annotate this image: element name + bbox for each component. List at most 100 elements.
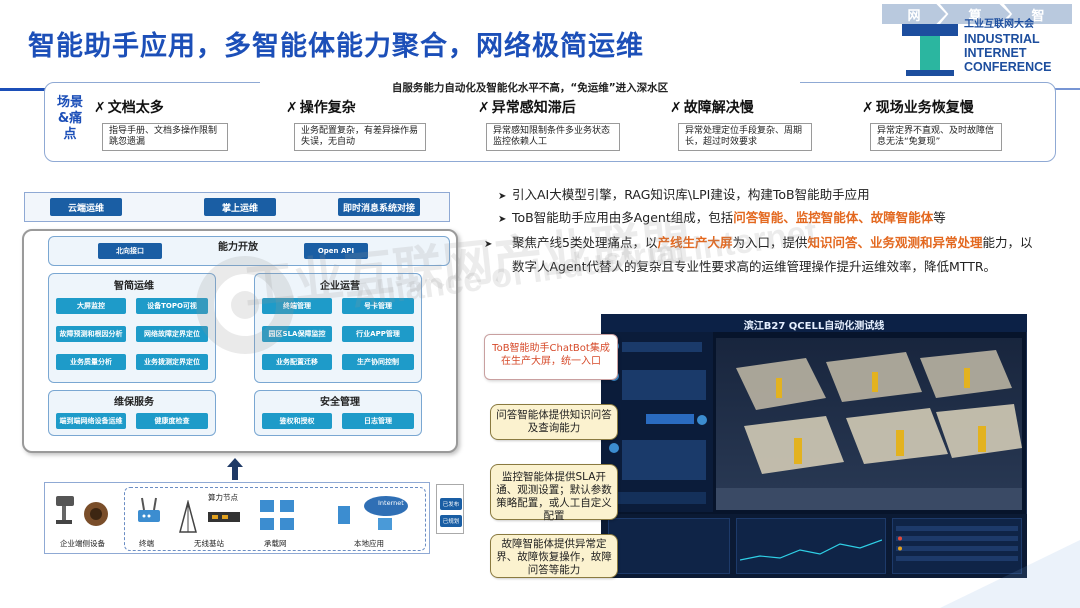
maint-tile[interactable]: 端到端网络设备运维 xyxy=(56,413,126,429)
smart-ops-title: 智简运维 xyxy=(114,281,154,292)
watermark-logo-icon xyxy=(196,256,294,354)
security-tile[interactable]: 日志管理 xyxy=(342,413,414,429)
ops-tile[interactable]: 故障预测和根因分析 xyxy=(56,326,126,342)
brand-line-1: INDUSTRIAL xyxy=(964,32,1040,46)
terminal-label: 终端 xyxy=(139,539,154,548)
bullet-text: ToB智能助手应用由多Agent组成，包括 xyxy=(512,210,734,225)
pain-desc: 指导手册、文档多操作限制跳忽遗漏 xyxy=(102,123,228,151)
bullet-arrow-icon: ➤ xyxy=(484,239,493,250)
im-integration-button[interactable]: 即时消息系统对接 xyxy=(338,198,420,216)
bullet-highlight: 问答智能、监控智能体、故障智能体 xyxy=(733,210,934,225)
brand-chevrons: 网 算 智 xyxy=(882,4,1072,24)
chat-input-panel[interactable] xyxy=(608,518,730,574)
bullet-text: 引入AI大模型引擎，RAG知识库\LPI建设，构建ToB智能助手应用 xyxy=(512,187,870,202)
page-title: 智能助手应用，多智能体能力聚合，网络极简运维 xyxy=(28,31,644,62)
screen-title: 滨江B27 QCELL自动化测试线 xyxy=(743,321,885,332)
bullet-highlight: 产线生产大屏 xyxy=(657,235,733,250)
pain-item: ✗文档太多 指导手册、文档多操作限制跳忽遗漏 xyxy=(94,97,264,151)
pain-label: 场景&痛点 xyxy=(56,95,83,142)
terminal-router-icon xyxy=(138,497,160,522)
network-group xyxy=(124,487,426,551)
brand-chevron-2: 算 xyxy=(940,4,1010,24)
bullet-text: 等 xyxy=(933,210,946,225)
local-app-label: 本地应用 xyxy=(354,539,384,548)
pain-title: 操作复杂 xyxy=(299,100,356,116)
brand-line-2: INTERNET xyxy=(964,46,1027,60)
trend-chart-panel xyxy=(736,518,886,574)
internet-cloud-icon xyxy=(338,496,408,530)
mobile-ops-button[interactable]: 掌上运维 xyxy=(204,198,276,216)
pain-title: 现场业务恢复慢 xyxy=(875,100,974,116)
compute-node-label: 算力节点 xyxy=(208,493,238,502)
cross-icon: ✗ xyxy=(286,100,298,116)
internet-label: Internet xyxy=(378,499,404,507)
base-station-icon xyxy=(179,500,240,533)
pain-desc: 异常处理定位手段复杂、周期长，超过时效要求 xyxy=(678,123,812,151)
screen-header xyxy=(601,314,1027,332)
ops-tile[interactable]: 设备TOPO可视 xyxy=(136,298,208,314)
biz-tile[interactable]: 号卡管理 xyxy=(342,298,414,314)
arrow-up-icon xyxy=(227,458,243,480)
biz-tile[interactable]: 园区SLA保障监控 xyxy=(262,326,332,342)
pain-item: ✗异常感知滞后 异常感知限制条件多业务状态监控依赖人工 xyxy=(478,97,648,151)
bullet-2: ➤ ToB智能助手应用由多Agent组成，包括问答智能、监控智能体、故障智能体等 xyxy=(498,207,1058,231)
brand-cn: 工业互联网大会 xyxy=(964,19,1034,30)
robot-arm-camera-icon xyxy=(56,496,108,526)
bullet-text: 为入口，提供 xyxy=(732,235,808,250)
bullet-1: ➤ 引入AI大模型引擎，RAG知识库\LPI建设，构建ToB智能助手应用 xyxy=(498,184,1058,208)
brand-chevron-1: 网 xyxy=(882,4,946,24)
security-tile[interactable]: 鉴权和授权 xyxy=(262,413,332,429)
pain-desc: 业务配置复杂，有差异操作易失误，无自动 xyxy=(294,123,426,151)
legend-released: 已发布 xyxy=(440,498,462,510)
chat-messages xyxy=(609,341,707,504)
trend-line-chart xyxy=(740,539,882,561)
pain-title: 异常感知滞后 xyxy=(491,100,576,116)
pain-desc: 异常定界不直观、及时故障信息无法“免复现” xyxy=(870,123,1002,151)
pain-item: ✗故障解决慢 异常处理定位手段复杂、周期长，超过时效要求 xyxy=(670,97,840,151)
brand-line-3: CONFERENCE xyxy=(964,60,1052,74)
cross-icon: ✗ xyxy=(478,100,490,116)
monitor-agent-callout: 监控智能体提供SLA开通、观测设置；默认参数策略配置，或人工自定义配置 xyxy=(490,464,618,522)
security-title: 安全管理 xyxy=(320,397,360,408)
pain-desc: 异常感知限制条件多业务状态监控依赖人工 xyxy=(486,123,620,151)
bullet-text: 聚焦产线5类处理痛点，以 xyxy=(512,235,658,250)
ops-tile[interactable]: 业务拨测定界定位 xyxy=(136,354,208,370)
northbound-api-tile[interactable]: 北向接口 xyxy=(98,243,162,259)
qa-agent-callout: 问答智能体提供知识问答及查询能力 xyxy=(490,404,618,440)
biz-tile[interactable]: 业务配置迁移 xyxy=(262,354,332,370)
biz-tile[interactable]: 终端管理 xyxy=(262,298,332,314)
pain-item: ✗现场业务恢复慢 异常定界不直观、及时故障信息无法“免复现” xyxy=(862,97,1032,151)
pain-item: ✗操作复杂 业务配置复杂，有差异操作易失误，无自动 xyxy=(286,97,456,151)
bearer-network-icon xyxy=(260,500,294,530)
fault-agent-callout: 故障智能体提供异常定界、故障恢复操作，故障问答等能力 xyxy=(490,534,618,578)
open-api-tile[interactable]: Open API xyxy=(304,243,368,259)
ops-tile[interactable]: 网络故障定界定位 xyxy=(136,326,208,342)
ops-tile[interactable]: 大屏监控 xyxy=(56,298,126,314)
alarm-list-rows xyxy=(896,526,1018,561)
bullet-arrow-icon: ➤ xyxy=(498,214,507,225)
corner-decoration xyxy=(940,540,1080,608)
legend-planned: 已规划 xyxy=(440,515,462,527)
ops-tile[interactable]: 业务质量分析 xyxy=(56,354,126,370)
cross-icon: ✗ xyxy=(670,100,682,116)
wireless-station-label: 无线基站 xyxy=(194,539,224,548)
maint-tile[interactable]: 健康度检查 xyxy=(136,413,208,429)
conference-brand: 工业互联网大会 INDUSTRIAL INTERNET CONFERENCE xyxy=(964,18,1052,74)
enterprise-device-label: 企业端侧设备 xyxy=(60,539,105,548)
bullet-3: ➤聚焦产线5类处理痛点，以产线生产大屏为入口，提供知识问答、业务观测和异常处理能… xyxy=(484,232,1044,278)
cloud-ops-button[interactable]: 云端运维 xyxy=(50,198,122,216)
biz-tile[interactable]: 生产协同控制 xyxy=(342,354,414,370)
enterprise-ops-title: 企业运营 xyxy=(320,281,360,292)
capability-title: 能力开放 xyxy=(218,242,258,253)
cross-icon: ✗ xyxy=(94,100,106,116)
cross-icon: ✗ xyxy=(862,100,874,116)
pain-banner: 自服务能力自动化及智能化水平不高，“免运维”进入深水区 xyxy=(260,80,800,94)
biz-tile[interactable]: 行业APP管理 xyxy=(342,326,414,342)
brand-chevron-3: 智 xyxy=(1004,4,1072,24)
conference-logo-icon xyxy=(902,24,958,76)
pain-title: 文档太多 xyxy=(107,100,164,116)
bullet-highlight: 知识问答、业务观测和异常处理 xyxy=(807,235,983,250)
maintenance-title: 维保服务 xyxy=(114,397,154,408)
bearer-network-label: 承载网 xyxy=(264,539,287,548)
bullet-arrow-icon: ➤ xyxy=(498,191,507,202)
